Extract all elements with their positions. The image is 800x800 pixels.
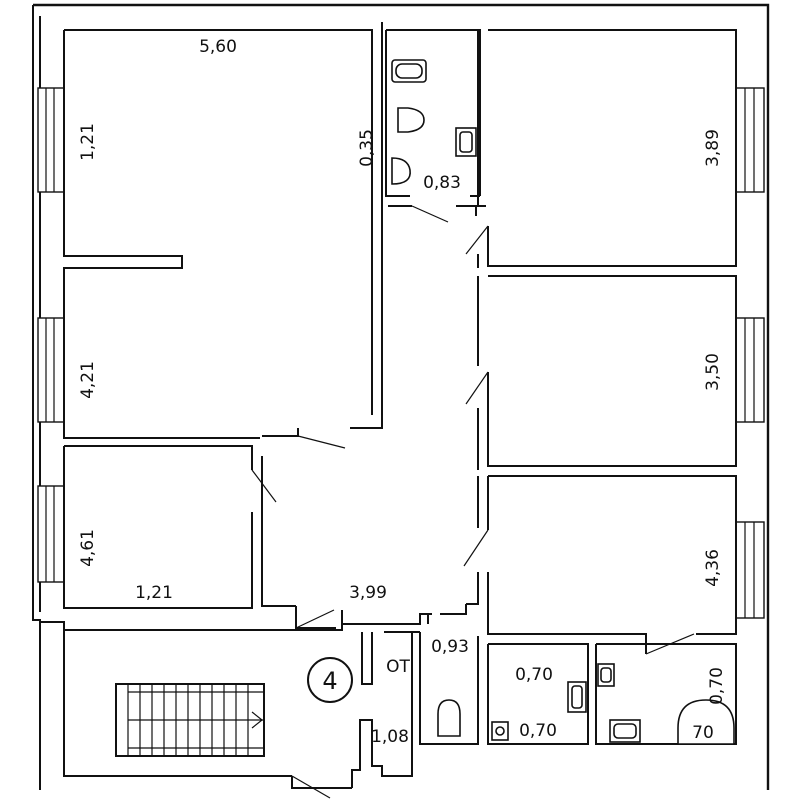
dimension-labels: 5,60 1,21 0,35 0,83 3,89 4,21 3,50 4,61 …	[78, 37, 727, 747]
window-right-1	[735, 87, 765, 193]
windows	[37, 87, 765, 619]
label-small-5: 70	[692, 723, 714, 743]
label-right-room-3: 4,36	[703, 549, 723, 587]
label-small-4: 0,70	[707, 667, 727, 705]
window-right-2	[735, 317, 765, 423]
label-small-2: 0,70	[515, 665, 553, 685]
wc-bottom-2	[487, 643, 589, 745]
label-right-room-2: 3,50	[703, 353, 723, 391]
label-wc-height: 0,35	[357, 129, 377, 167]
stair-arrow-icon	[251, 711, 263, 729]
label-left-window-2: 4,21	[78, 361, 98, 399]
bidet-icon	[491, 721, 509, 741]
toilet-icon	[397, 107, 425, 133]
bathtub-icon	[391, 59, 427, 83]
window-left-3	[37, 485, 65, 583]
sink-icon	[567, 681, 587, 713]
label-small-3: 0,70	[519, 721, 557, 741]
label-corridor: 3,99	[349, 583, 387, 603]
label-left-window-1: 1,21	[78, 123, 98, 161]
sink-icon	[455, 127, 477, 157]
room-right-1	[465, 29, 737, 268]
label-landing: 1,08	[371, 727, 409, 747]
wc-top	[385, 29, 481, 223]
window-right-3	[735, 521, 765, 619]
shower-tray-icon	[677, 699, 735, 745]
sink-icon	[609, 719, 641, 743]
label-ot: OT	[386, 657, 410, 677]
wc-bottom-1	[419, 614, 479, 745]
stairwell	[40, 621, 420, 799]
label-right-room-1: 3,89	[703, 129, 723, 167]
label-small-1: 0,93	[431, 637, 469, 657]
corridor-walls	[295, 604, 467, 629]
label-wc-width: 0,83	[423, 173, 461, 193]
room-top-left	[63, 22, 383, 449]
floor-badge-number: 4	[322, 667, 337, 695]
floor-badge: 4	[307, 657, 353, 703]
sink-icon	[597, 663, 615, 687]
toilet-icon	[437, 699, 461, 737]
label-top-left-width: 5,60	[199, 37, 237, 57]
label-left-window-3: 4,61	[78, 529, 98, 567]
wc-bottom-3	[595, 643, 737, 745]
window-left-2	[37, 317, 65, 423]
room-right-2	[465, 275, 737, 470]
stair-steps	[128, 684, 264, 756]
room-bottom-left	[63, 445, 296, 609]
room-right-3	[463, 475, 737, 655]
bidet-icon	[391, 157, 411, 185]
label-left-bottom: 1,21	[135, 583, 173, 603]
window-left-1	[37, 87, 65, 193]
